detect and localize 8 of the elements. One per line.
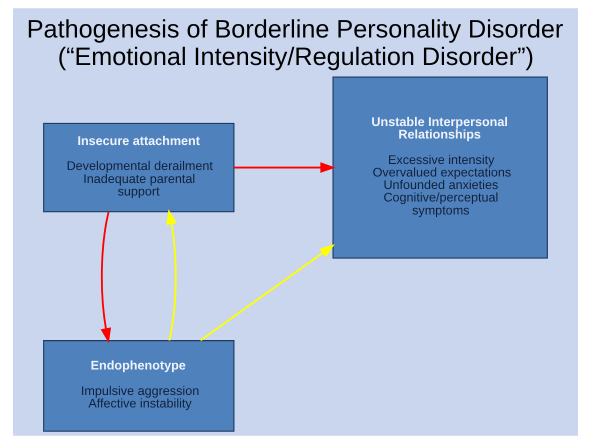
arrow <box>234 162 336 173</box>
arrow <box>200 244 335 342</box>
diagram-title: Pathogenesis of Borderline Personality Disorder (“Emotional Intensity/Regulation Disorder”) <box>26 16 564 72</box>
node-box: Unstable Interpersonal Relationships Excessive intensity Overvalued expectations Unfounded anxieties Cognitive/perceptual symptoms <box>332 76 548 259</box>
arrow <box>100 212 112 344</box>
node-box: Insecure attachment Developmental derailment Inadequate parental support <box>43 122 234 212</box>
node-box: Endophenotype Impulsive aggression Affective instability <box>43 340 234 432</box>
arrow <box>166 209 177 341</box>
